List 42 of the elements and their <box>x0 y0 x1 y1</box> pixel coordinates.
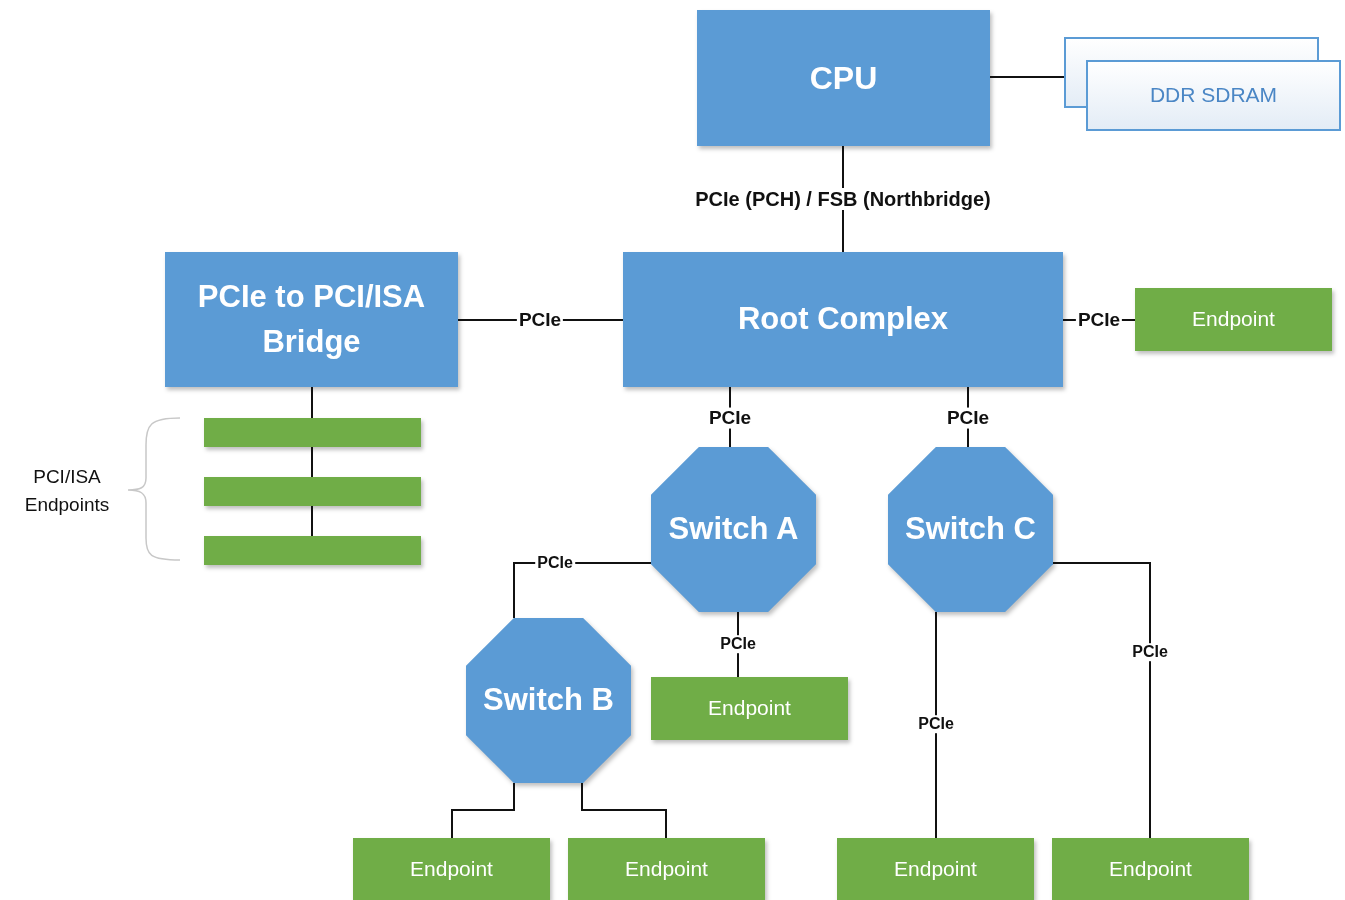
edge-label: PCIe <box>718 635 758 653</box>
node-label: Endpoint <box>708 695 791 722</box>
connector-line <box>311 446 313 478</box>
node-label: Switch B <box>483 681 614 720</box>
endpoint-box <box>568 838 765 900</box>
connector-line <box>311 386 313 419</box>
process-box <box>623 252 1063 387</box>
connector-line <box>935 611 937 839</box>
switch-octagon <box>466 618 631 783</box>
node-label: CPU <box>809 58 878 98</box>
endpoint-box <box>1052 838 1249 900</box>
endpoint-bar <box>204 536 421 565</box>
connector-line <box>311 505 313 537</box>
node-label: Switch C <box>905 510 1036 549</box>
node-label: Endpoint <box>1192 306 1275 333</box>
node-label: PCIe to PCI/ISA Bridge <box>196 277 427 361</box>
endpoint-box <box>837 838 1034 900</box>
process-box <box>697 10 990 146</box>
endpoint-box <box>1135 288 1332 351</box>
endpoint-box <box>651 677 848 740</box>
node-label: Endpoint <box>410 855 493 882</box>
node-label: Endpoint <box>625 855 708 882</box>
endpoint-bar <box>204 477 421 506</box>
edge-label: PCIe <box>1130 643 1170 661</box>
connector-line <box>989 76 1065 78</box>
switch-octagon <box>651 447 816 612</box>
node-label: Switch A <box>668 510 799 549</box>
connector-line <box>581 782 667 839</box>
group-label: PCI/ISA Endpoints <box>23 465 111 517</box>
connector-line <box>451 782 515 839</box>
endpoint-bar <box>204 418 421 447</box>
node-label: DDR SDRAM <box>1148 82 1279 109</box>
node-label: Endpoint <box>894 855 977 882</box>
edge-label: PCIe <box>916 715 956 733</box>
edge-label: PCIe (PCH) / FSB (Northbridge) <box>693 188 993 210</box>
process-box <box>165 252 458 387</box>
node-label: Root Complex <box>737 300 949 339</box>
connector-line <box>1052 562 1151 839</box>
node-label: Endpoint <box>1109 855 1192 882</box>
memory-module-stack <box>1064 37 1341 131</box>
switch-octagon <box>888 447 1053 612</box>
endpoint-box <box>353 838 550 900</box>
